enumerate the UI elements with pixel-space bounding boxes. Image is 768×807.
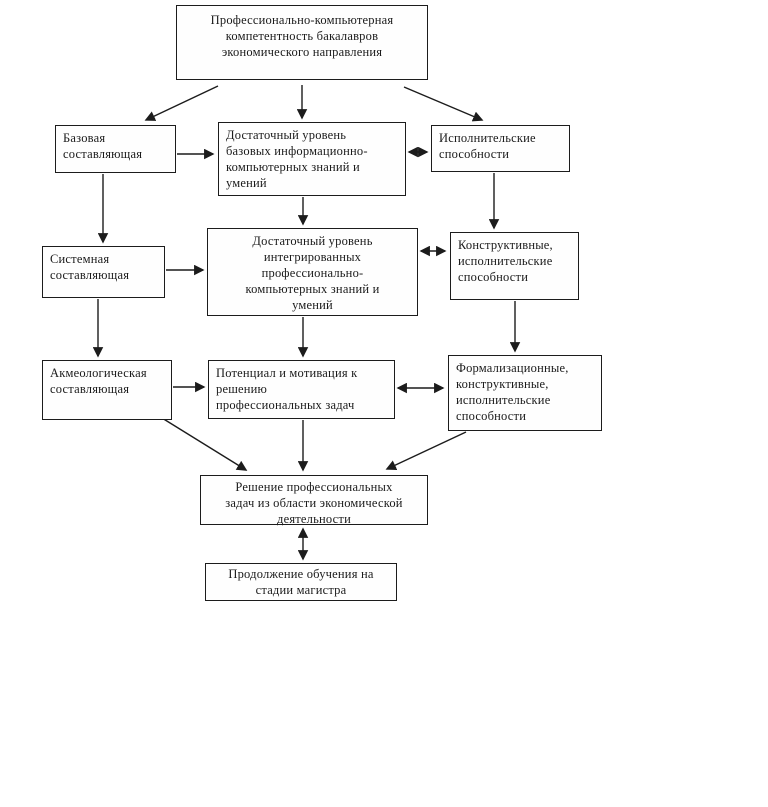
node-potential-motivation: Потенциал и мотивация к решению професси… [208,360,395,419]
node-root-competence: Профессионально-компьютерная компетентно… [176,5,428,80]
node-basic-component: Базовая составляющая [55,125,176,173]
node-constructive-abilities: Конструктивные, исполнительские способно… [450,232,579,300]
arrow-root-to-basic-component [144,85,219,121]
node-master-study: Продолжение обучения на стадии магистра [205,563,397,601]
arrow-formalization-to-task-solving [385,431,467,470]
node-acmeological-component: Акмеологическая составляющая [42,360,172,420]
node-formalization-abilities: Формализационные, конструктивные, исполн… [448,355,602,431]
node-integrated-knowledge: Достаточный уровень интегрированных проф… [207,228,418,316]
arrow-acmeological-to-task-solving [161,417,248,471]
arrow-root-to-executive-abilities [403,86,484,122]
node-executive-abilities: Исполнительские способности [431,125,570,172]
node-basic-knowledge: Достаточный уровень базовых информационн… [218,122,406,196]
node-system-component: Системная составляющая [42,246,165,298]
node-task-solving: Решение профессиональных задач из област… [200,475,428,526]
